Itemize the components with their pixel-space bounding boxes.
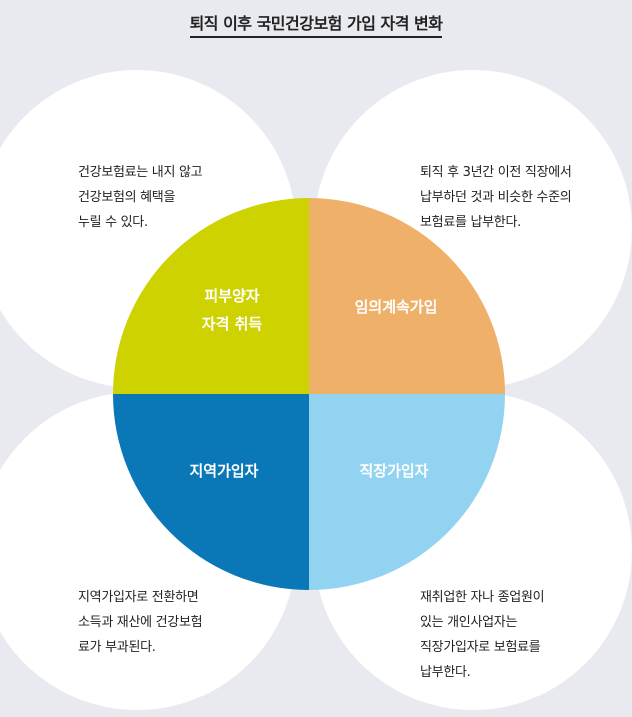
diagram-title-text: 퇴직 이후 국민건강보험 가입 자격 변화 — [189, 14, 443, 38]
quadrant-workplace-subscriber: 직장가입자 — [309, 394, 505, 590]
quadrant-workplace-subscriber-label: 직장가입자 — [359, 462, 429, 480]
quadrant-dependent: 피부양자 자격 취득 — [113, 198, 309, 394]
quadrant-dependent-label: 피부양자 자격 취득 — [201, 287, 263, 333]
quadrant-voluntary-continuation-label: 임의계속가입 — [354, 298, 438, 316]
diagram-title: 퇴직 이후 국민건강보험 가입 자격 변화 — [0, 10, 632, 38]
quadrant-regional-subscriber-label: 지역가입자 — [189, 462, 259, 480]
quadrant-voluntary-continuation: 임의계속가입 — [309, 198, 505, 394]
description-regional-subscriber: 지역가입자로 전환하면 소득과 재산에 건강보험 료가 부과된다. — [78, 590, 203, 655]
center-pie: 피부양자 자격 취득 임의계속가입 지역가입자 직장가입자 — [113, 198, 505, 590]
quadrant-regional-subscriber: 지역가입자 — [113, 394, 309, 590]
description-workplace-subscriber: 재취업한 자나 종업원이 있는 개인사업자는 직장가입자로 보험료를 납부한다. — [420, 590, 545, 680]
